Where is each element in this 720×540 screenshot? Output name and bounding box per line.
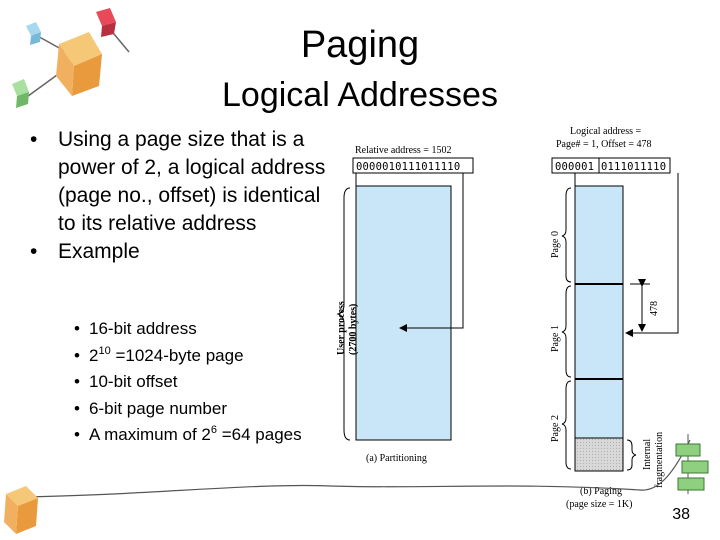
logical-binary-box xyxy=(551,157,671,174)
user-process-size: (2700 bytes) xyxy=(348,304,359,355)
logical-binary-page: 000001 xyxy=(555,161,594,173)
green-blocks-icon xyxy=(675,434,709,494)
main-bullet-list: Using a page size that is a power of 2, … xyxy=(28,126,328,266)
cube-network-clipart-icon xyxy=(12,8,130,108)
page2-block xyxy=(574,378,624,439)
sub-bullet-item: 16-bit address xyxy=(74,316,316,343)
power-exponent: 6 xyxy=(210,424,217,436)
power-base: 2 xyxy=(89,345,99,365)
logical-address-label-2: Page# = 1, Offset = 478 xyxy=(556,139,652,150)
sub-bullet-item: A maximum of 26 =64 pages xyxy=(74,422,316,449)
sub-bullet-text: 6-bit page number xyxy=(89,398,227,418)
caption-paging: (b) Paging xyxy=(580,486,622,497)
internal-fragmentation-block xyxy=(574,437,624,472)
page0-label: Page 0 xyxy=(550,231,561,258)
sub-bullet-text: =64 pages xyxy=(217,425,302,444)
internal-fragmentation-label-2: fragmentation xyxy=(654,432,665,488)
bullet-item: Example xyxy=(28,238,328,266)
page2-label: Page 2 xyxy=(550,415,561,442)
user-process-label: User process xyxy=(336,301,347,355)
sub-bullet-list: 16-bit address 210 =1024-byte page 10-bi… xyxy=(74,316,316,449)
page1-label: Page 1 xyxy=(550,325,561,352)
caption-page-size: (page size = 1K) xyxy=(566,499,632,510)
page1-block xyxy=(574,283,624,380)
page0-block xyxy=(574,185,624,285)
sub-bullet-item: 10-bit offset xyxy=(74,369,316,396)
slide-title: Paging xyxy=(300,24,420,66)
bullet-item: Using a page size that is a power of 2, … xyxy=(28,126,328,238)
decorative-wire-line xyxy=(19,439,691,498)
relative-binary-box xyxy=(352,157,474,174)
slide-subtitle: Logical Addresses xyxy=(222,76,498,114)
offset-value-label: 478 xyxy=(649,301,660,316)
sub-bullet-item: 210 =1024-byte page xyxy=(74,343,316,370)
small-cube-icon xyxy=(4,486,38,534)
relative-binary-value: 0000010111011110 xyxy=(356,161,460,173)
relative-address-label: Relative address = 1502 xyxy=(355,145,451,156)
logical-binary-offset: 0111011110 xyxy=(601,161,666,173)
user-process-block xyxy=(355,185,452,441)
sub-bullet-item: 6-bit page number xyxy=(74,396,316,423)
sub-bullet-text: 16-bit address xyxy=(89,319,197,338)
logical-address-label-1: Logical address = xyxy=(570,126,642,137)
internal-fragmentation-label-1: Internal xyxy=(642,439,653,470)
sub-bullet-text: A maximum of 2 xyxy=(89,425,211,444)
power-exponent: 10 xyxy=(98,344,111,357)
slide-page-number: 38 xyxy=(672,506,690,523)
sub-bullet-text: =1024-byte page xyxy=(110,345,244,365)
caption-partitioning: (a) Partitioning xyxy=(366,453,427,464)
sub-bullet-text: 10-bit offset xyxy=(89,372,178,391)
